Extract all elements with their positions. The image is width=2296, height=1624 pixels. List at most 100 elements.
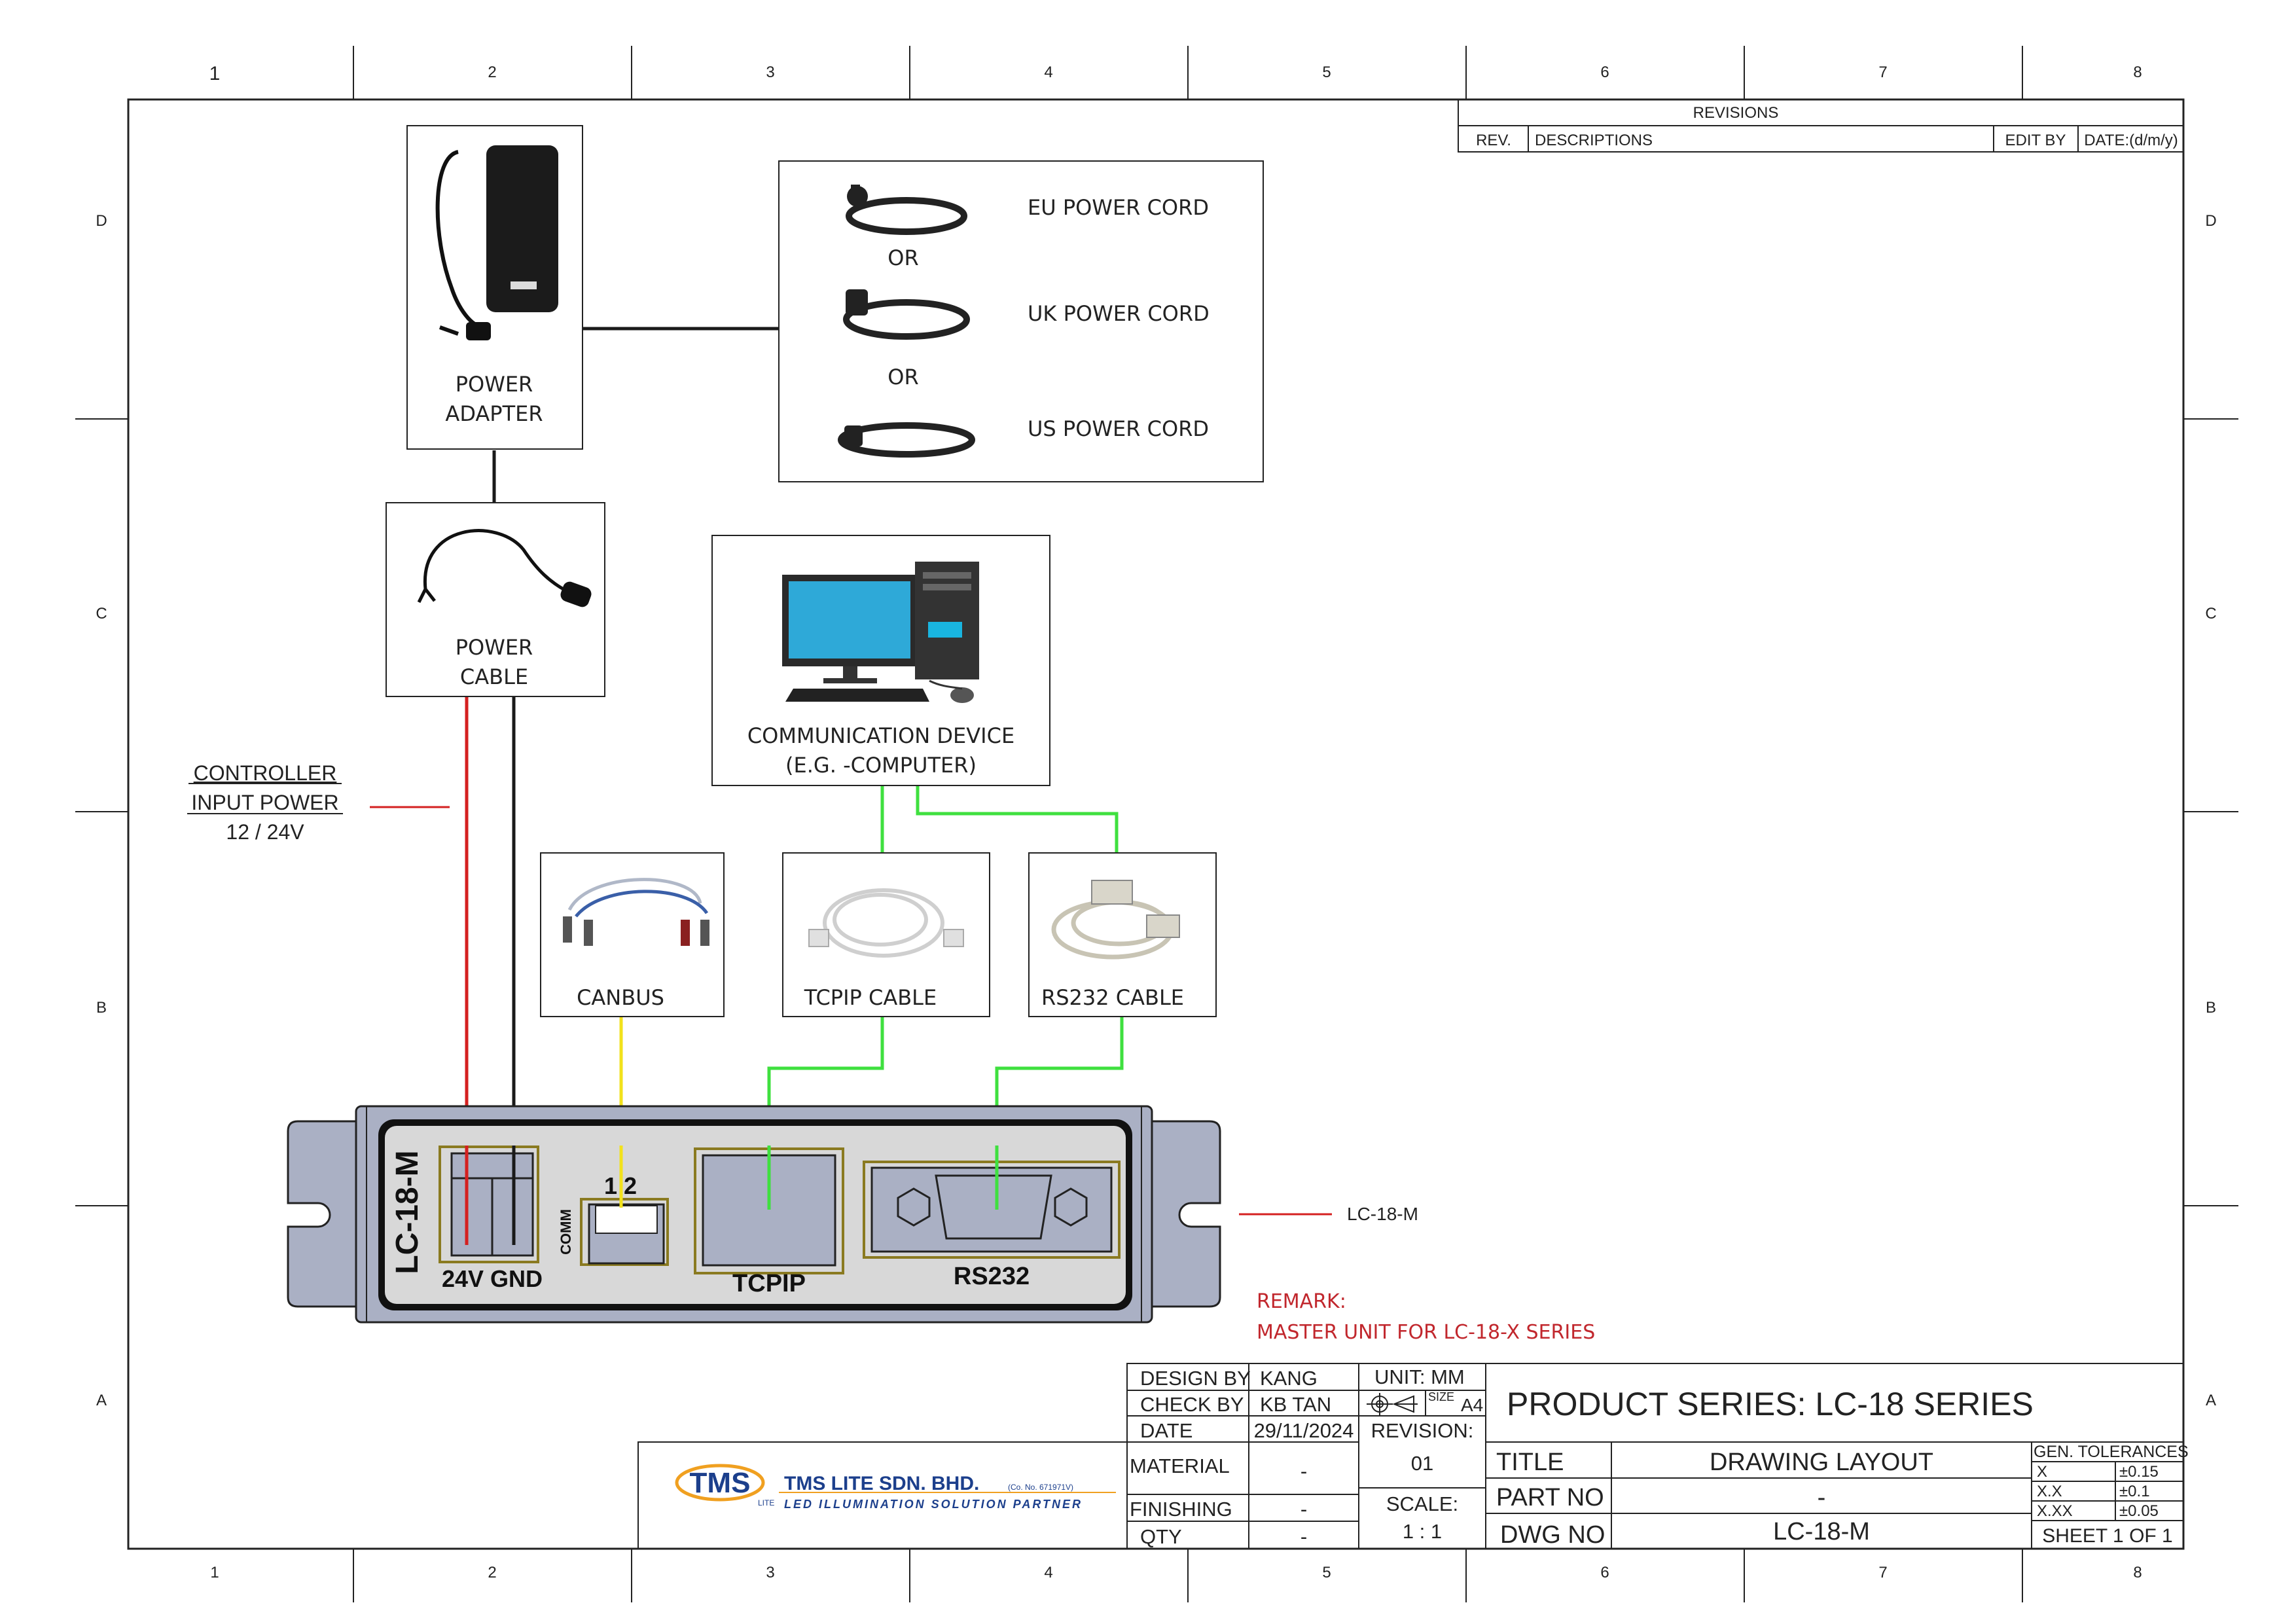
- part-no-value: -: [1818, 1484, 1826, 1511]
- revisions-col-date: DATE:(d/m/y): [2084, 132, 2178, 149]
- col-label-bottom-7: 7: [1878, 1564, 1887, 1581]
- row-label-right-b: B: [2206, 999, 2216, 1017]
- material-label: MATERIAL: [1130, 1454, 1230, 1477]
- controller-unit: LC-18-M 24V GND 1 2 COMM TCPIP: [287, 1105, 1221, 1324]
- rs232-cable-icon: [1051, 880, 1180, 960]
- scale-value: 1 : 1: [1403, 1520, 1442, 1543]
- revisions-col-edit: EDIT BY: [2005, 132, 2066, 149]
- tolerance-xxx-value: ±0.05: [2119, 1502, 2159, 1520]
- computer-icon: [782, 562, 979, 703]
- tolerances-header: GEN. TOLERANCES: [2034, 1443, 2189, 1461]
- tolerance-xxx-label: X.XX: [2037, 1502, 2073, 1520]
- canbus-label: CANBUS: [577, 985, 664, 1010]
- company-reg-no: (Co. No. 671971V): [1008, 1483, 1073, 1492]
- col-label-7: 7: [1878, 63, 1887, 81]
- power-adapter-box: POWER ADAPTER: [406, 125, 583, 450]
- revisions-header: REVISIONS: [1693, 104, 1779, 122]
- rs232-cable-label: RS232 CABLE: [1041, 985, 1184, 1010]
- power-adapter-icon: [435, 145, 558, 340]
- power-cords-box: EU POWER CORD OR UK POWER CORD OR US POW…: [778, 160, 1264, 482]
- revision-label: REVISION:: [1371, 1419, 1474, 1442]
- date-label: DATE: [1140, 1419, 1193, 1442]
- row-label-c: C: [96, 605, 107, 623]
- eu-power-cord-icon: [846, 185, 967, 235]
- row-label-right-d: D: [2205, 212, 2216, 230]
- controller-input-power-line-1: CONTROLLER: [194, 761, 337, 785]
- tcpip-cable-label: TCPIP CABLE: [804, 985, 937, 1010]
- title-block: [637, 1363, 2184, 1549]
- col-label-3: 3: [766, 63, 774, 81]
- or-label-2: OR: [888, 365, 918, 389]
- tcpip-cable-box: TCPIP CABLE: [782, 852, 990, 1017]
- col-label-bottom-3: 3: [766, 1564, 774, 1581]
- company-name: TMS LITE SDN. BHD.: [784, 1473, 979, 1494]
- power-cable-box: POWER CABLE: [386, 502, 605, 697]
- col-label-bottom-8: 8: [2133, 1564, 2142, 1581]
- row-label-d: D: [96, 212, 107, 230]
- communication-device-label-2: (E.G. -COMPUTER): [785, 753, 977, 778]
- revision-value: 01: [1411, 1452, 1433, 1475]
- sheet-label: SHEET 1 OF 1: [2042, 1525, 2173, 1547]
- design-by-value: KANG: [1260, 1367, 1318, 1390]
- rs232-port: [863, 1161, 1121, 1259]
- tolerance-x-value: ±0.15: [2119, 1463, 2159, 1481]
- wiring-overlay: [465, 1146, 999, 1245]
- remark-text: MASTER UNIT FOR LC-18-X SERIES: [1257, 1321, 1595, 1344]
- comm-to-rs232-line: [916, 785, 1119, 853]
- remark-title: REMARK:: [1257, 1290, 1346, 1313]
- check-by-value: KB TAN: [1260, 1393, 1331, 1416]
- controller-input-power-voltage: 12 / 24V: [226, 820, 304, 844]
- tolerance-x-label: X: [2037, 1463, 2047, 1481]
- col-label-bottom-1: 1: [210, 1564, 219, 1581]
- row-label-right-a: A: [2206, 1392, 2216, 1409]
- col-label-8: 8: [2133, 63, 2142, 81]
- tolerance-xx-value: ±0.1: [2119, 1483, 2150, 1500]
- canbus-cable-icon: [563, 878, 709, 946]
- finishing-label: FINISHING: [1130, 1498, 1232, 1521]
- power-adapter-label-1: POWER: [456, 372, 533, 397]
- part-no-label: PART NO: [1496, 1484, 1604, 1511]
- col-label-5: 5: [1322, 63, 1331, 81]
- rs232-cable-box: RS232 CABLE: [1028, 852, 1217, 1017]
- tcpip-port-label: TCPIP: [732, 1270, 806, 1297]
- rs232-port-label: RS232: [954, 1263, 1030, 1290]
- tolerance-xx-label: X.X: [2037, 1483, 2062, 1500]
- us-power-cord-icon: [838, 422, 975, 458]
- col-label-bottom-5: 5: [1322, 1564, 1331, 1581]
- power-adapter-label-2: ADAPTER: [445, 401, 543, 426]
- revisions-table: REVISIONS REV. DESCRIPTIONS EDIT BY DATE…: [1458, 99, 2184, 153]
- comm-port-label: COMM: [558, 1209, 574, 1255]
- qty-label: QTY: [1140, 1525, 1182, 1548]
- row-label-a: A: [96, 1392, 107, 1409]
- company-tagline: LED ILLUMINATION SOLUTION PARTNER: [784, 1498, 1083, 1511]
- uk-power-cord-label: UK POWER CORD: [1028, 301, 1210, 326]
- power-cable-label-2: CABLE: [460, 664, 528, 689]
- communication-device-label-1: COMMUNICATION DEVICE: [747, 723, 1014, 748]
- unit-value: UNIT: MM: [1374, 1365, 1465, 1388]
- design-by-label: DESIGN BY: [1140, 1367, 1251, 1390]
- comm-port: [580, 1198, 669, 1266]
- col-label-bottom-6: 6: [1600, 1564, 1609, 1581]
- col-label-2: 2: [488, 63, 496, 81]
- company-logo: TMS LITE: [675, 1464, 774, 1507]
- controller-left-flange: [287, 1120, 360, 1308]
- eu-power-cord-label: EU POWER CORD: [1028, 195, 1209, 220]
- dwg-no-value: LC-18-M: [1773, 1518, 1870, 1545]
- col-label-bottom-4: 4: [1044, 1564, 1052, 1581]
- controller-right-flange: [1148, 1120, 1221, 1308]
- controller-model-label: LC-18-M: [390, 1150, 425, 1274]
- col-label-4: 4: [1044, 63, 1052, 81]
- controller-input-power-line-2: INPUT POWER: [191, 791, 338, 814]
- controller-input-power-label: CONTROLLER INPUT POWER 12 / 24V: [187, 761, 343, 844]
- uk-power-cord-icon: [843, 289, 970, 340]
- check-by-label: CHECK BY: [1140, 1393, 1244, 1416]
- material-value: -: [1300, 1460, 1307, 1483]
- dwg-no-label: DWG NO: [1500, 1521, 1605, 1549]
- power-cable-label-1: POWER: [456, 635, 533, 660]
- title-value: DRAWING LAYOUT: [1710, 1449, 1933, 1476]
- row-label-b: B: [96, 999, 107, 1017]
- size-value: A4: [1461, 1395, 1483, 1415]
- qty-value: -: [1300, 1525, 1307, 1548]
- tcpip-cable-icon: [808, 888, 964, 958]
- company-logo-text: TMS: [690, 1467, 751, 1499]
